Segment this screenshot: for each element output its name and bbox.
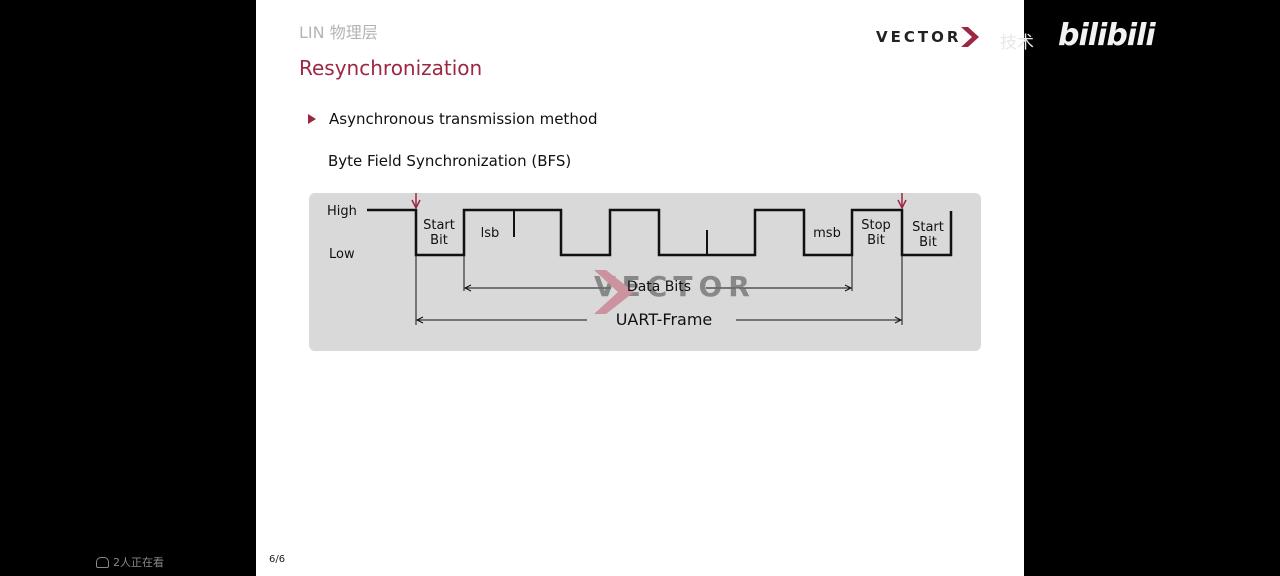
- bullet-item: Asynchronous transmission method: [308, 110, 598, 128]
- channel-watermark: 技术: [1000, 33, 1034, 53]
- level-high-label: High: [327, 204, 357, 219]
- lsb-label: lsb: [480, 226, 500, 241]
- signal-waveform: [367, 208, 953, 257]
- page-number: 6/6: [269, 554, 286, 565]
- msb-label: msb: [813, 226, 841, 241]
- logo-text: VECTOR: [876, 28, 962, 46]
- slide-title: Resynchronization: [299, 56, 483, 80]
- slide: LIN 物理层 Resynchronization VECTOR Asynchr…: [256, 0, 1024, 576]
- waveform-svg: [367, 193, 953, 325]
- watermark-chevron-icon: [594, 270, 634, 314]
- breadcrumb: LIN 物理层: [299, 23, 378, 42]
- vector-watermark: VECTOR: [594, 270, 756, 314]
- vector-logo: VECTOR: [876, 23, 981, 51]
- chevron-logo-icon: [961, 27, 980, 47]
- viewer-count: 2人正在看: [96, 554, 164, 570]
- uart-frame-label: UART-Frame: [615, 310, 713, 329]
- data-bits-label: Data Bits: [626, 279, 692, 295]
- viewers-icon: [96, 556, 109, 568]
- viewer-count-text: 2人正在看: [113, 556, 164, 569]
- bilibili-logo: bilibili: [1058, 18, 1156, 53]
- bfs-heading: Byte Field Synchronization (BFS): [328, 152, 572, 170]
- level-low-label: Low: [329, 247, 355, 262]
- bullet-triangle-icon: [308, 114, 316, 124]
- bullet-text: Asynchronous transmission method: [329, 110, 598, 128]
